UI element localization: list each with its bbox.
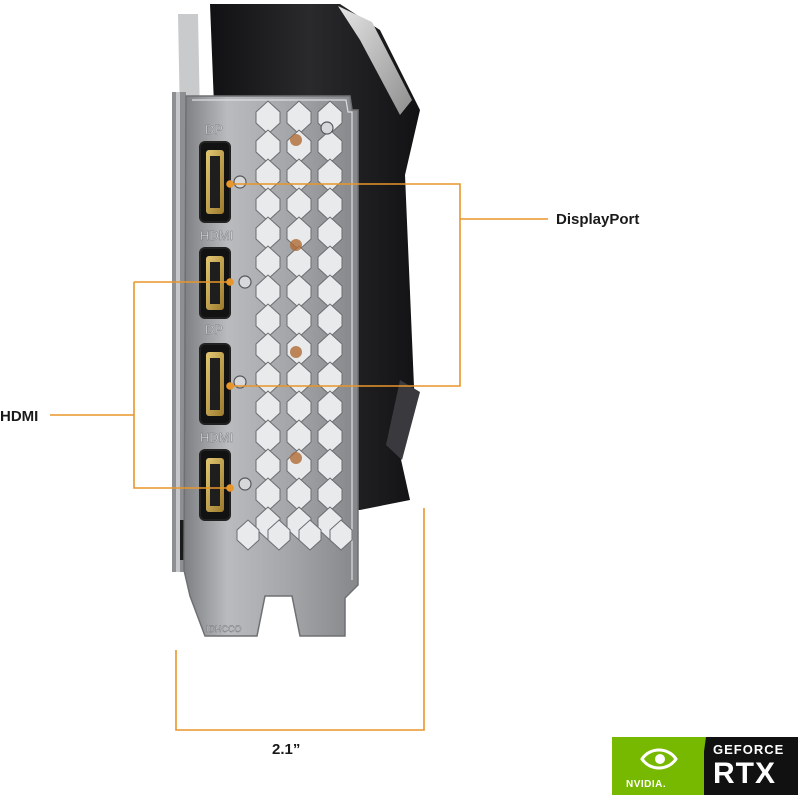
heatsink-fins [290,134,302,464]
vent-hole [317,274,343,309]
vent-hole [286,477,312,512]
bracket-label-dp-top: DP [205,122,223,137]
vent-hole [317,477,343,512]
vent-hole [255,100,281,135]
port-displayport-bottom [199,343,231,425]
vent-hole [286,187,312,222]
vent-hole [286,274,312,309]
vent-hole [286,419,312,454]
bracket-screws [233,121,334,491]
vent-hole [317,245,343,280]
callout-displayport-label: DisplayPort [556,211,640,228]
bracket-label-hdmi-top: HDMI [200,228,233,243]
callout-lines [50,180,548,731]
vent-hole [255,129,281,164]
vent-hole [317,419,343,454]
bracket-embossed-text: DP HDMI DP HDMI IDHCCO [200,122,242,634]
vent-hole [236,519,260,551]
vent-hole [255,274,281,309]
port-hdmi-bottom [199,449,231,521]
callout-hdmi-label: HDMI [0,408,39,425]
vent-hole [255,245,281,280]
dimension-line-width [175,508,425,731]
vent-hole [317,216,343,251]
vent-hole [329,519,353,551]
vent-hole [255,448,281,483]
badge-rtx-text: RTX [713,757,776,790]
vent-hole [255,303,281,338]
vent-hole [317,187,343,222]
vent-hole [255,187,281,222]
bracket-label-mark: IDHCCO [206,624,242,634]
vent-hole [317,390,343,425]
vent-hole [286,390,312,425]
badge-background [612,737,798,795]
vent-hole [317,332,343,367]
vent-hole [317,303,343,338]
vent-hole [255,332,281,367]
nvidia-geforce-rtx-badge: NVIDIA. GEFORCE RTX [612,737,798,795]
badge-brand-text: NVIDIA. [626,779,667,790]
vent-hole [286,100,312,135]
vent-hole [255,477,281,512]
vent-hole [255,390,281,425]
badge-geforce-text: GEFORCE [713,742,785,757]
port-displayport-top [199,141,231,223]
vent-hole [298,519,322,551]
vent-grid [236,100,353,551]
vent-hole [267,519,291,551]
vent-hole [286,303,312,338]
vent-hole [255,419,281,454]
bracket-label-hdmi-bottom: HDMI [200,430,233,445]
dimension-width-label: 2.1” [272,741,301,758]
bracket-label-dp-bottom: DP [205,322,223,337]
nvidia-eye-icon [640,748,678,770]
port-hdmi-top [199,247,231,319]
callout-line-displayport [230,183,548,387]
vent-hole [255,216,281,251]
vent-hole [317,448,343,483]
callout-line-hdmi [50,281,230,489]
